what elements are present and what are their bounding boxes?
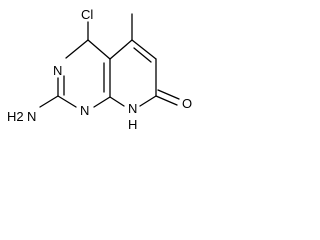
bond-c2-n1	[57, 95, 77, 108]
bond-n8-c8a	[109, 96, 125, 107]
bond-c2-nh2	[39, 95, 59, 108]
structure-svg: Cl N N N H O H2 N	[7, 7, 192, 132]
pyrimidine-ring-bonds	[39, 21, 111, 108]
atom-nitrogen-3: N	[53, 63, 62, 78]
atom-amino-nitrogen: N	[27, 109, 36, 124]
atom-oxygen: O	[182, 96, 192, 111]
atom-hydrogen-8: H	[128, 117, 137, 132]
bond-c4a-c5	[109, 39, 133, 60]
bond-c5-c6-inner	[133, 47, 152, 63]
atom-amino-hydrogens: H2	[7, 109, 24, 124]
bond-c4a-c4	[87, 39, 111, 60]
bond-n1-c8a	[93, 96, 111, 108]
atom-nitrogen-1: N	[80, 103, 89, 118]
bond-c5-c6	[131, 39, 157, 60]
bond-c7-o-second	[157, 89, 180, 100]
bond-c7-o	[155, 95, 178, 106]
atom-nitrogen-8: N	[128, 101, 137, 116]
bond-c4-n3	[65, 39, 89, 59]
bond-c7-n8	[139, 95, 157, 107]
molecule-structure-diagram: Cl N N N H O H2 N	[0, 0, 238, 147]
pyridinone-ring-bonds	[109, 13, 180, 107]
atom-chlorine: Cl	[81, 7, 93, 22]
